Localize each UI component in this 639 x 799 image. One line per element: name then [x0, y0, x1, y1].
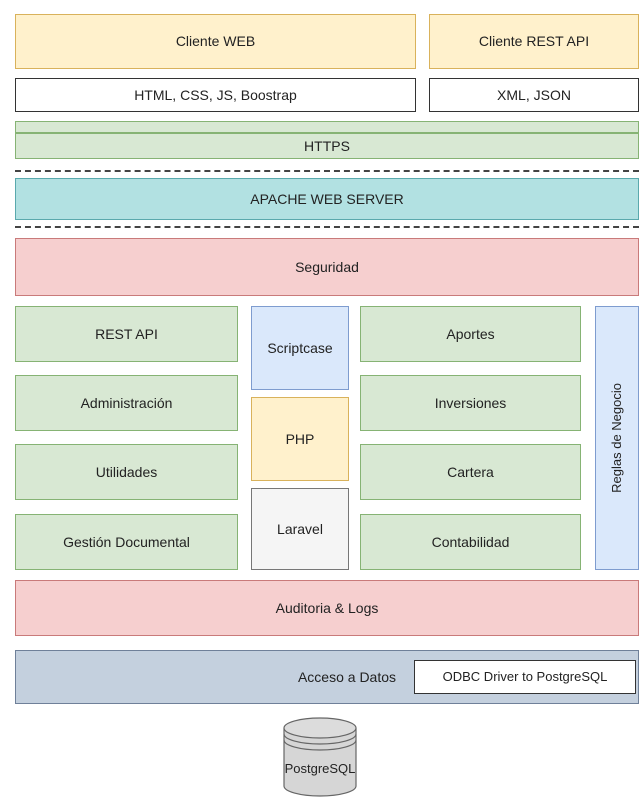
https-top-strip — [15, 121, 639, 133]
module-rest-api: REST API — [15, 306, 238, 362]
module-label: Cartera — [447, 463, 494, 480]
odbc-driver-box: ODBC Driver to PostgreSQL — [414, 660, 636, 694]
module-gestion-documental: Gestión Documental — [15, 514, 238, 570]
security-box: Seguridad — [15, 238, 639, 296]
rest-tech-box: XML, JSON — [429, 78, 639, 112]
business-rules-label: Reglas de Negocio — [609, 383, 625, 493]
dashed-divider-top — [15, 170, 639, 172]
web-client-box: Cliente WEB — [15, 14, 416, 69]
database-label: PostgreSQL — [285, 761, 356, 776]
module-utilidades: Utilidades — [15, 444, 238, 500]
apache-server-box: APACHE WEB SERVER — [15, 178, 639, 220]
odbc-driver-label: ODBC Driver to PostgreSQL — [442, 669, 608, 685]
module-label: Administración — [80, 394, 173, 411]
framework-laravel: Laravel — [251, 488, 349, 570]
https-label: HTTPS — [304, 137, 350, 154]
dashed-divider-bottom — [15, 226, 639, 228]
module-label: Inversiones — [434, 394, 507, 411]
module-cartera: Cartera — [360, 444, 581, 500]
rest-client-label: Cliente REST API — [478, 33, 590, 50]
framework-php: PHP — [251, 397, 349, 481]
web-tech-box: HTML, CSS, JS, Boostrap — [15, 78, 416, 112]
apache-server-label: APACHE WEB SERVER — [250, 190, 404, 207]
web-tech-label: HTML, CSS, JS, Boostrap — [134, 86, 297, 103]
framework-label: PHP — [285, 430, 315, 447]
data-access-label: Acceso a Datos — [297, 668, 397, 685]
module-contabilidad: Contabilidad — [360, 514, 581, 570]
module-label: REST API — [95, 325, 158, 342]
audit-logs-box: Auditoria & Logs — [15, 580, 639, 636]
module-administracion: Administración — [15, 375, 238, 431]
module-aportes: Aportes — [360, 306, 581, 362]
security-label: Seguridad — [295, 258, 359, 275]
web-client-label: Cliente WEB — [175, 33, 256, 50]
framework-scriptcase: Scriptcase — [251, 306, 349, 390]
module-label: Gestión Documental — [63, 533, 190, 550]
framework-label: Scriptcase — [267, 339, 333, 356]
module-inversiones: Inversiones — [360, 375, 581, 431]
rest-tech-label: XML, JSON — [497, 86, 571, 103]
database-cylinder-icon: PostgreSQL — [283, 717, 357, 797]
rest-client-box: Cliente REST API — [429, 14, 639, 69]
module-label: Utilidades — [95, 463, 158, 480]
framework-label: Laravel — [277, 520, 323, 537]
https-box: HTTPS — [15, 133, 639, 159]
audit-logs-label: Auditoria & Logs — [275, 599, 379, 616]
module-label: Contabilidad — [431, 533, 510, 550]
module-label: Aportes — [446, 325, 495, 342]
business-rules-box: Reglas de Negocio — [595, 306, 639, 570]
